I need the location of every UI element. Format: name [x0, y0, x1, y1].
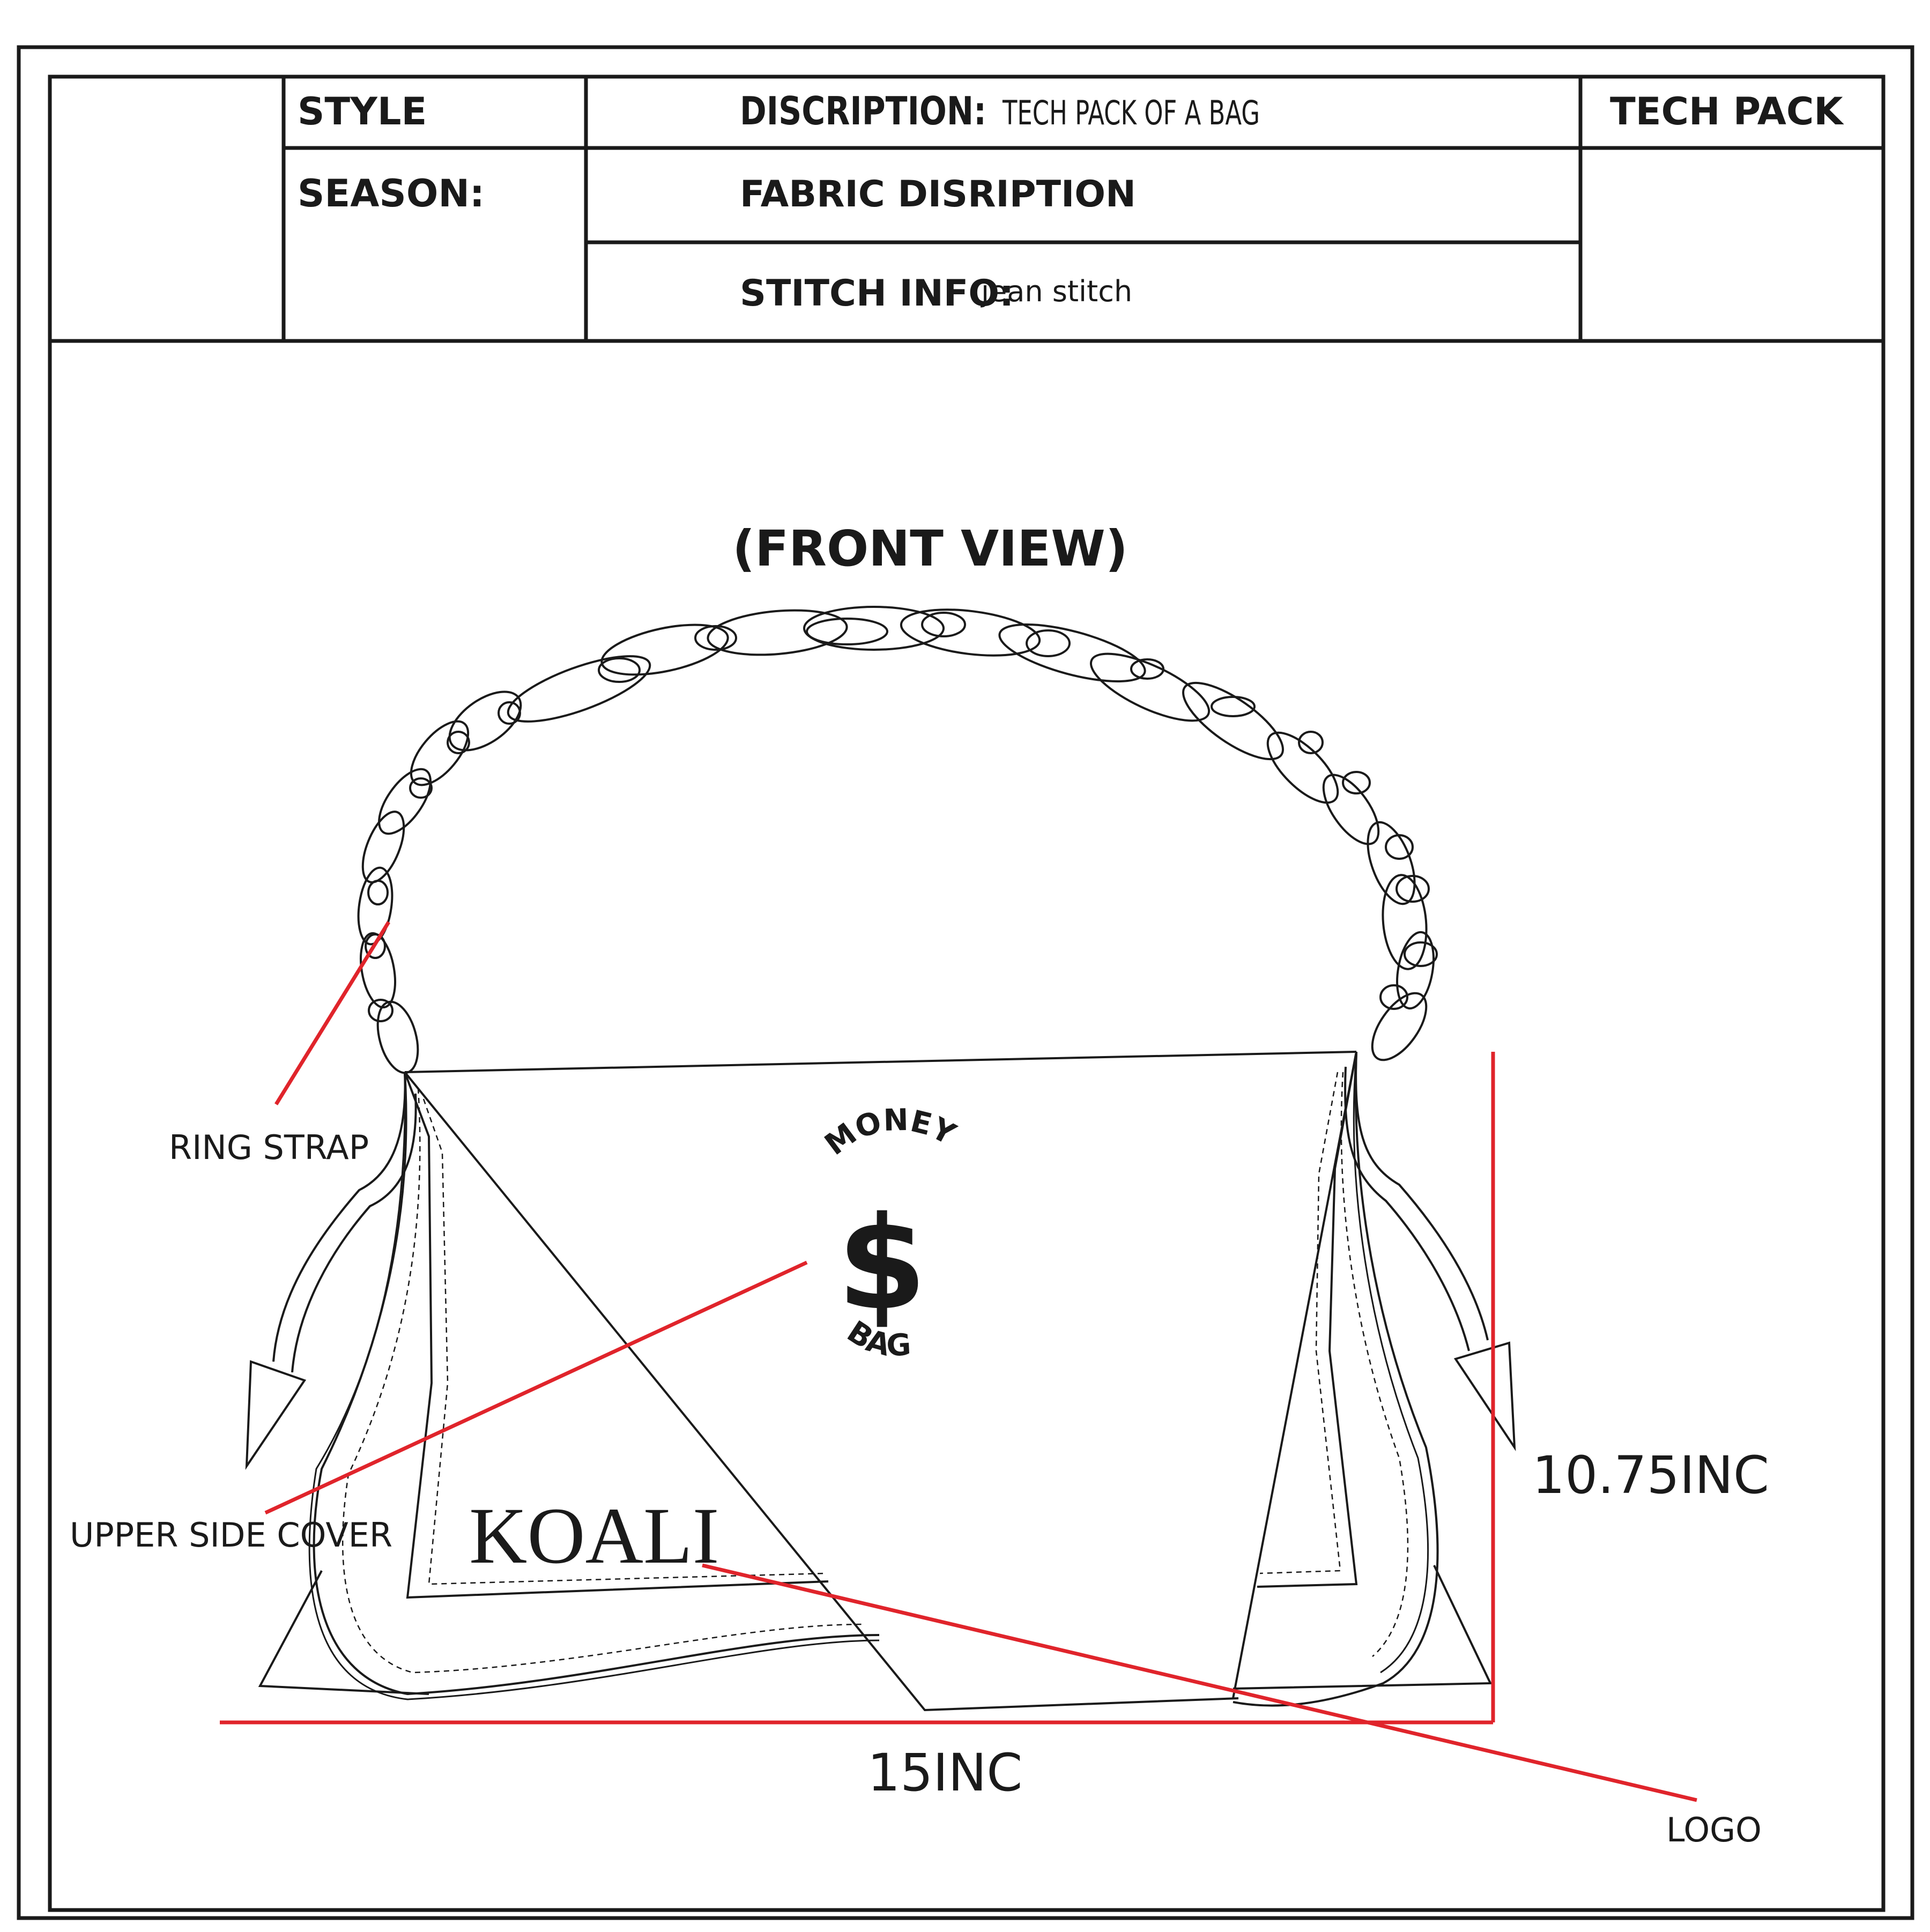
left-hook-inner [291, 1093, 417, 1373]
chain-link [1089, 652, 1211, 722]
chain-link [360, 932, 396, 1009]
width-dimension-label: 15INC [867, 1743, 1022, 1803]
chain-connector-ring [806, 618, 888, 645]
chain-connector-ring [921, 612, 966, 637]
left-inner-panel [404, 1072, 829, 1599]
chain-link [507, 655, 651, 723]
chain-connector-ring [1385, 834, 1414, 860]
right-hook-inner [1344, 1066, 1470, 1351]
outer-border [17, 45, 1914, 1920]
chain-link [378, 768, 432, 835]
left-stitch-line [342, 1088, 864, 1674]
sheet-frame [17, 45, 1914, 1920]
logo-label: LOGO [1666, 1810, 1762, 1849]
chain-link [1367, 821, 1416, 905]
right-bottom-gusset [1233, 1565, 1493, 1690]
chain-connector-ring [1298, 731, 1324, 754]
ring-strap-leader [274, 921, 390, 1105]
chain-link [803, 606, 945, 651]
logo-leader [702, 1563, 1697, 1802]
chain-connector-ring [1395, 875, 1430, 903]
left-body-outline [313, 1072, 880, 1696]
chain-link [357, 866, 394, 946]
brand-logo-text: KOALI [469, 1491, 719, 1580]
inner-border [48, 75, 1886, 1912]
chain-link [900, 608, 1041, 657]
chain-connector-ring [1026, 629, 1071, 657]
right-body-outline [1233, 1051, 1439, 1707]
chain-connector-ring [367, 880, 389, 905]
left-inner-stitch [422, 1098, 826, 1585]
height-dimension-label: 10.75INC [1532, 1445, 1769, 1505]
season-label: SEASON: [298, 172, 485, 216]
chain-link [998, 623, 1146, 682]
chain-connector-ring [365, 933, 386, 959]
chain-connector-ring [409, 777, 433, 799]
emblem-top-word: MONEY [819, 1103, 962, 1162]
chain-link [1182, 681, 1284, 761]
description-label: DISCRIPTION: [740, 88, 986, 133]
chain-link [1322, 774, 1380, 845]
header-text: STYLE SEASON: DISCRIPTION: TECH PACK OF … [298, 88, 1844, 315]
chain-connector-ring [498, 701, 521, 725]
ring-strap [357, 606, 1438, 1074]
callout-labels: RING STRAP UPPER SIDE COVER LOGO 10.75IN… [70, 1128, 1769, 1849]
stitch-info-label: STITCH INFO: [740, 272, 1014, 315]
right-front-edge [1232, 1051, 1357, 1699]
chain-link [376, 1000, 419, 1074]
style-label: STYLE [298, 90, 427, 133]
header-grid [50, 77, 1883, 343]
chain-link [361, 811, 405, 883]
flap-diagonal-edge [404, 1071, 1239, 1712]
chain-link [707, 609, 848, 656]
money-bag-emblem: MONEY $ BAG [819, 1103, 962, 1364]
stitch-info-value: jean stitch [981, 274, 1132, 308]
left-bottom-gusset [258, 1570, 429, 1695]
chain-link [1382, 874, 1428, 970]
dollar-sign-icon: $ [837, 1188, 927, 1339]
left-body-outline-inner [308, 1072, 880, 1700]
chain-connector-ring [1342, 771, 1371, 794]
right-hook-arrow [1453, 1341, 1516, 1452]
front-view-title: (FRONT VIEW) [732, 520, 1128, 577]
chain-link [1371, 992, 1428, 1061]
chain-connector-ring [368, 999, 394, 1022]
ring-strap-label: RING STRAP [169, 1128, 369, 1167]
chain-connector-ring [598, 657, 641, 683]
upper-side-cover-leader [264, 1260, 808, 1515]
chain-connector-ring [447, 731, 470, 754]
chain-link [1266, 731, 1339, 804]
chain-link [1396, 931, 1435, 1010]
chain-connector-ring [694, 625, 737, 651]
right-body-outline-inner [1353, 1051, 1429, 1674]
chain-connector-ring [1211, 696, 1256, 717]
left-hook-arrow [245, 1360, 307, 1470]
chain-connector-ring [1130, 658, 1164, 680]
left-hook-outer [272, 1072, 406, 1362]
strap-hooks [245, 1051, 1516, 1470]
callout-lines [220, 921, 1697, 1802]
right-stitch-line [1340, 1072, 1409, 1657]
fabric-description-label: FABRIC DISRIPTION [740, 173, 1136, 216]
description-value: TECH PACK OF A BAG [1002, 93, 1260, 132]
right-hook-outer [1355, 1051, 1489, 1341]
upper-side-cover-label: UPPER SIDE COVER [70, 1515, 392, 1555]
chain-connector-ring [1404, 941, 1438, 967]
flap-top-edge [404, 1051, 1357, 1073]
bag-body [258, 1051, 1493, 1712]
right-inner-stitch [1259, 1072, 1341, 1574]
chain-connector-ring [1379, 984, 1408, 1010]
tech-pack-label: TECH PACK [1610, 90, 1844, 133]
chain-link [410, 720, 470, 786]
